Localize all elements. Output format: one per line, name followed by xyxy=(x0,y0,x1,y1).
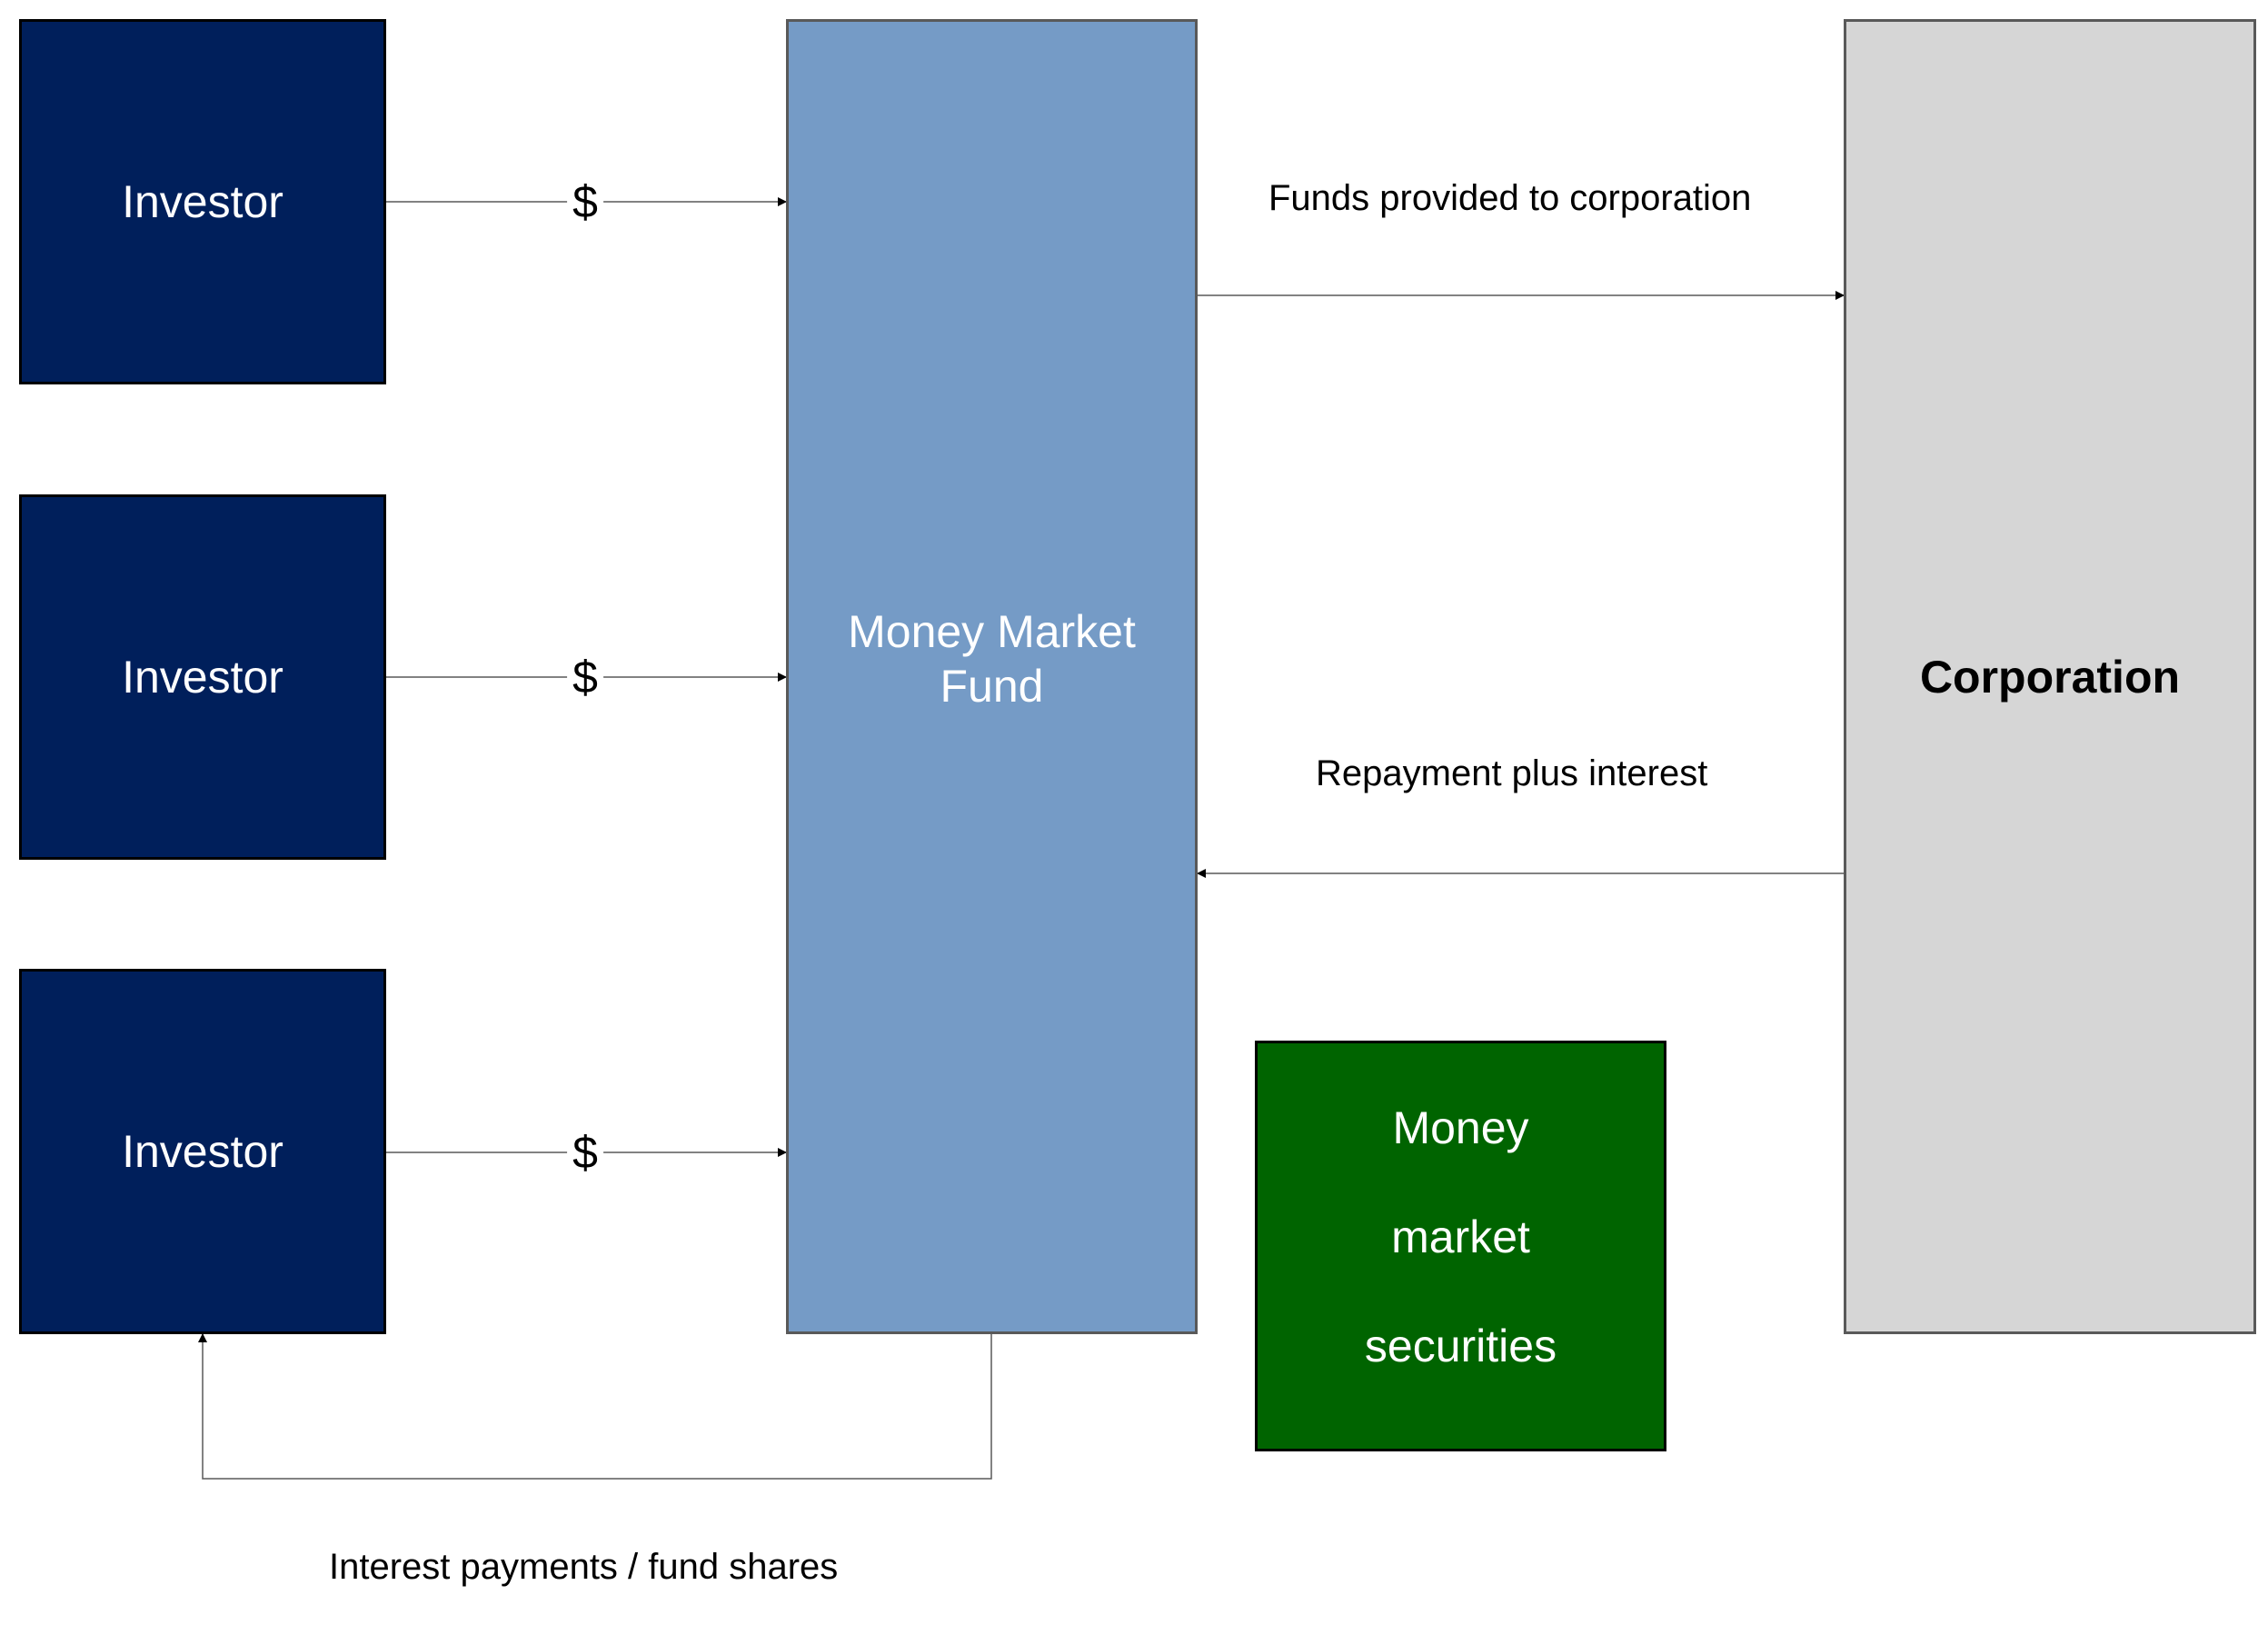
investor-box-3: Investor xyxy=(19,969,386,1334)
securities-label-line-3: securities xyxy=(1364,1321,1557,1371)
dollar-label-1: $ xyxy=(567,176,603,227)
money-market-fund-label: Money Market Fund xyxy=(848,605,1136,712)
securities-label-line-1: Money xyxy=(1392,1102,1529,1153)
corporation-box: Corporation xyxy=(1844,19,2256,1334)
fund-to-investor-arrow xyxy=(198,1333,992,1480)
securities-label-line-2: market xyxy=(1391,1211,1530,1262)
repayment-label: Repayment plus interest xyxy=(1316,753,1708,793)
money-market-securities-box: Money market securities xyxy=(1255,1041,1666,1451)
investor-box-1: Investor xyxy=(19,19,386,384)
dollar-label-2: $ xyxy=(567,652,603,703)
funds-provided-label: Funds provided to corporation xyxy=(1268,178,1752,218)
investor-label-3: Investor xyxy=(122,1126,284,1177)
investor-label-1: Investor xyxy=(122,176,284,227)
corporation-label: Corporation xyxy=(1919,651,2181,703)
dollar-label-3: $ xyxy=(567,1127,603,1178)
interest-payments-label: Interest payments / fund shares xyxy=(329,1547,839,1587)
money-market-fund-box: Money Market Fund xyxy=(786,19,1198,1334)
investor-box-2: Investor xyxy=(19,494,386,860)
investor-label-2: Investor xyxy=(122,652,284,703)
